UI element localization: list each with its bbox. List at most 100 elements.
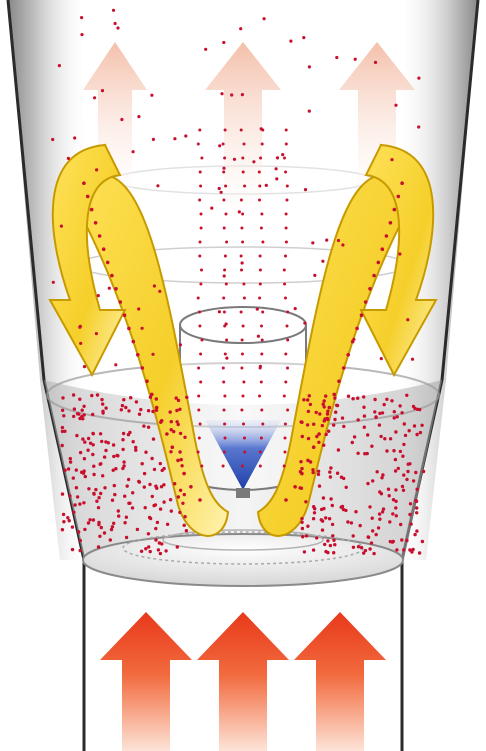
particle: [98, 234, 102, 238]
particle: [366, 482, 369, 485]
particle: [200, 269, 203, 272]
particle: [374, 416, 377, 419]
particle: [405, 394, 408, 397]
particle: [101, 402, 104, 405]
particle: [61, 444, 64, 447]
particle: [311, 468, 314, 471]
particle: [52, 281, 55, 284]
particle: [78, 502, 81, 505]
particle: [101, 89, 104, 92]
particle: [242, 171, 245, 174]
particle: [383, 437, 386, 440]
particle: [127, 409, 130, 412]
particle: [93, 96, 96, 99]
particle: [225, 357, 228, 360]
particle: [180, 464, 183, 467]
particle: [391, 512, 394, 515]
particle: [260, 381, 263, 384]
particle: [242, 381, 245, 384]
particle: [175, 409, 178, 412]
particle: [94, 488, 97, 491]
particle: [312, 445, 316, 449]
particle: [92, 473, 95, 476]
particle: [312, 505, 315, 508]
particle: [407, 463, 410, 466]
particle: [261, 423, 264, 426]
particle: [329, 497, 332, 500]
particle: [301, 435, 304, 438]
particle: [100, 398, 103, 401]
particle: [159, 552, 162, 555]
particle: [284, 353, 287, 356]
particle: [258, 297, 261, 300]
particle: [381, 411, 384, 414]
particle: [284, 171, 287, 174]
particle: [409, 502, 412, 505]
particle: [393, 208, 397, 212]
particle: [398, 404, 401, 407]
particle: [261, 339, 264, 342]
particle: [79, 342, 82, 345]
particle: [151, 410, 154, 413]
particle: [402, 489, 405, 492]
particle: [142, 424, 145, 427]
particle: [378, 423, 381, 426]
particle: [122, 398, 125, 401]
particle: [283, 157, 286, 160]
particle: [378, 518, 381, 521]
particle: [240, 311, 243, 314]
particle: [317, 470, 320, 473]
particle: [97, 506, 100, 509]
particle: [171, 445, 175, 449]
particle: [75, 434, 78, 437]
particle: [355, 327, 359, 331]
particle: [119, 300, 123, 304]
particle: [180, 458, 183, 461]
particle: [372, 552, 375, 555]
particle: [380, 357, 383, 360]
particle: [223, 269, 226, 272]
particle: [317, 432, 321, 436]
particle: [241, 93, 244, 96]
particle: [325, 239, 328, 242]
particle: [263, 17, 266, 20]
particle: [225, 283, 228, 286]
particle: [165, 432, 169, 436]
particle: [189, 485, 193, 489]
particle: [385, 398, 388, 401]
particle: [199, 283, 202, 286]
particle: [408, 513, 411, 516]
particle: [117, 509, 120, 512]
particle: [283, 395, 286, 398]
inlet-arrow-left: [100, 612, 192, 751]
particle: [112, 469, 115, 472]
particle: [140, 550, 143, 553]
particle: [393, 410, 396, 413]
particle: [100, 526, 103, 529]
particle: [115, 454, 118, 457]
particle: [308, 110, 311, 113]
particle: [210, 207, 213, 210]
particle: [333, 418, 336, 421]
particle: [306, 398, 309, 401]
particle: [368, 505, 371, 508]
particle: [152, 437, 155, 440]
particle: [324, 516, 327, 519]
particle: [412, 479, 415, 482]
particle: [222, 465, 225, 468]
particle: [141, 366, 145, 370]
particle: [176, 459, 180, 463]
particle: [371, 479, 374, 482]
particle: [286, 409, 289, 412]
particle: [134, 446, 137, 449]
particle: [364, 300, 368, 304]
particle: [351, 340, 355, 344]
particle: [149, 550, 152, 553]
particle: [81, 409, 84, 412]
particle: [121, 448, 124, 451]
particle: [300, 472, 304, 476]
particle: [377, 526, 380, 529]
particle: [318, 412, 321, 415]
particle: [283, 283, 286, 286]
